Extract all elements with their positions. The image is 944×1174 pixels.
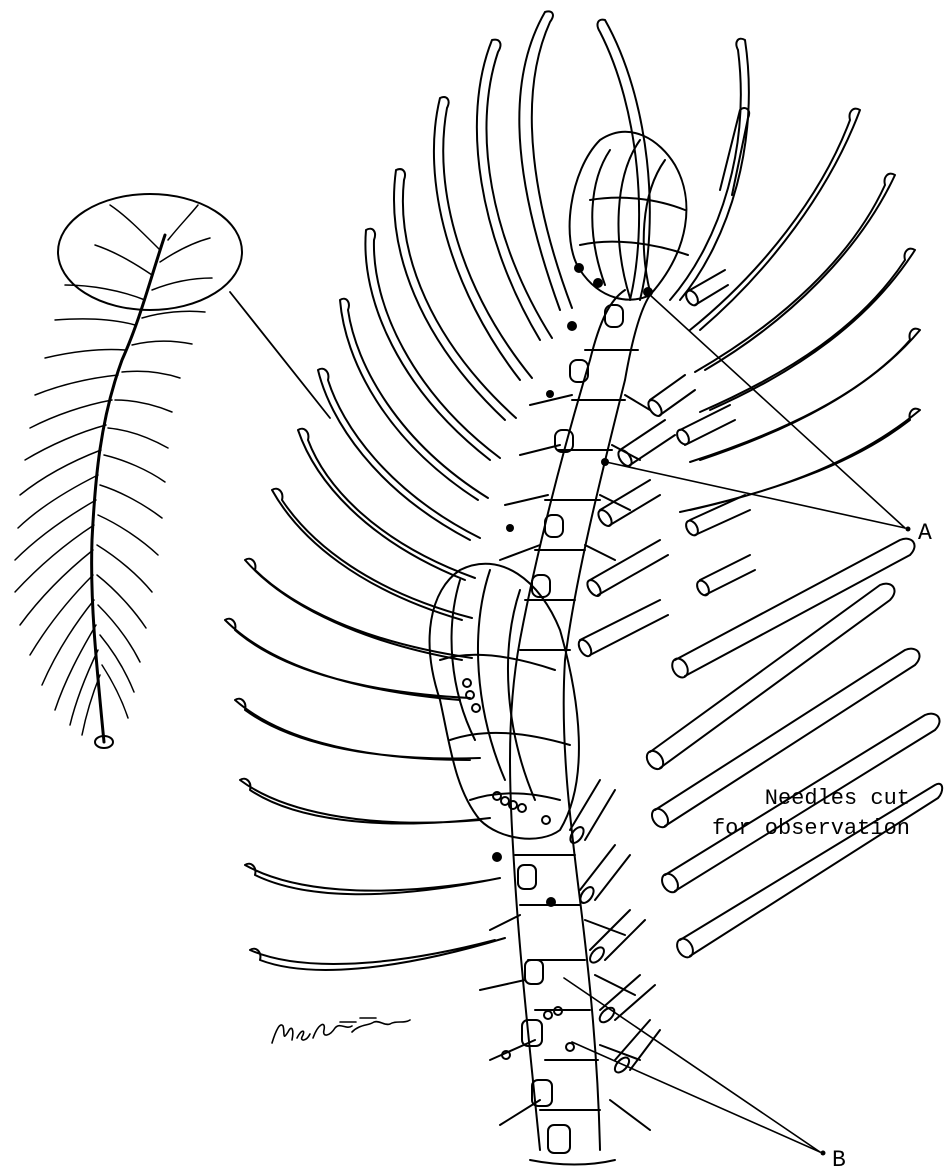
long-needles-left	[225, 11, 572, 969]
leader-a-1	[650, 295, 905, 528]
magnify-circle	[58, 194, 242, 310]
sketch-needles-left	[15, 205, 160, 735]
leader-b-2	[572, 1042, 820, 1152]
artist-signature	[272, 1018, 410, 1043]
cut-needles-lower-right	[643, 539, 942, 961]
note-line-2: for observation	[712, 814, 910, 844]
label-b-dot	[821, 1151, 826, 1156]
label-b: B	[832, 1147, 846, 1173]
needles-cut-note: Needles cut for observation	[712, 784, 910, 844]
magnify-leader	[230, 292, 330, 418]
stem-bases	[480, 290, 650, 1165]
sketch-needles-right	[97, 205, 212, 718]
upper-bud-cluster	[570, 132, 688, 300]
whole-branch-sketch	[15, 194, 330, 748]
label-a-dot	[906, 527, 911, 532]
note-line-1: Needles cut	[712, 784, 910, 814]
leader-a-2	[606, 462, 905, 528]
leader-b-1	[564, 978, 820, 1152]
label-a: A	[918, 520, 932, 546]
